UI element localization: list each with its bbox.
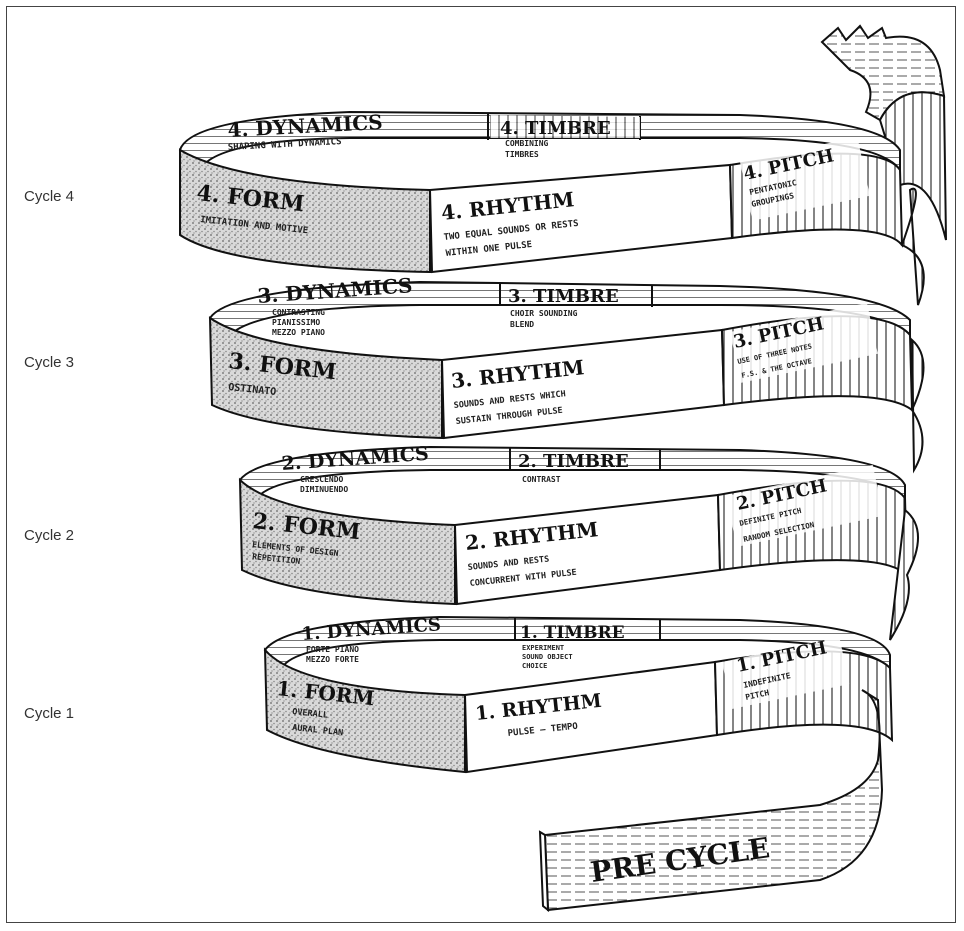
c4-timbre-sub1: COMBINING (505, 139, 549, 148)
c3-dynamics-sub3: MEZZO PIANO (272, 328, 325, 337)
c1-timbre-sub3: CHOICE (522, 662, 547, 670)
c2-timbre-title: 2. TIMBRE (518, 451, 629, 472)
c3-dynamics-sub1: CONTRASTING (272, 308, 325, 317)
c1-timbre-sub1: EXPERIMENT (522, 644, 564, 652)
c2-dynamics-sub1: CRESCENDO (300, 475, 344, 484)
c1-dynamics-sub1: FORTE PIANO (306, 645, 359, 654)
c4-timbre-title: 4. TIMBRE (500, 118, 611, 139)
c3-dynamics-sub2: PIANISSIMO (272, 318, 320, 327)
c2-dynamics-sub2: DIMINUENDO (300, 485, 348, 494)
c3-timbre-sub2: BLEND (510, 320, 534, 329)
c1-timbre-title: 1. TIMBRE (520, 623, 625, 643)
c1-dynamics-sub2: MEZZO FORTE (306, 655, 359, 664)
c1-timbre-sub2: SOUND OBJECT (522, 653, 573, 661)
c2-timbre-sub: CONTRAST (522, 475, 561, 484)
c3-timbre-title: 3. TIMBRE (508, 286, 619, 307)
c4-timbre-sub2: TIMBRES (505, 150, 539, 159)
c3-timbre-sub1: CHOIR SOUNDING (510, 309, 578, 318)
